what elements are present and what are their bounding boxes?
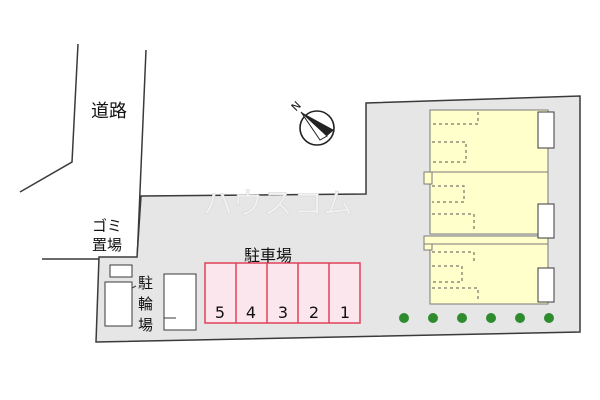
watermark: ハウスコム (203, 187, 353, 222)
parking-label: 駐車場 (244, 246, 293, 265)
apartment-building (423, 109, 555, 305)
tree (515, 313, 525, 323)
tree (399, 313, 409, 323)
bike-label-line2: 輪 (138, 295, 154, 313)
parking-space-number: 5 (215, 303, 225, 322)
parking-space-number: 3 (278, 303, 288, 322)
parking-space-number: 4 (246, 303, 256, 322)
road-label: 道路 (91, 101, 127, 122)
parking-area: 5 4 3 2 1 (204, 262, 361, 324)
road (19, 43, 147, 263)
tree (428, 313, 438, 323)
bicycle-parking (104, 273, 197, 331)
bike-label-line1: 駐 (138, 274, 154, 292)
trees (399, 313, 554, 323)
parking-space-number: 1 (340, 303, 350, 322)
tree (486, 313, 496, 323)
compass-north-label: N (289, 99, 304, 114)
garbage-label-line2: 置場 (92, 236, 123, 254)
compass-icon: N (289, 99, 335, 146)
bike-label-line3: 場 (138, 316, 154, 334)
garbage-area (109, 264, 133, 278)
tree (457, 313, 467, 323)
tree (544, 313, 554, 323)
parking-space-number: 2 (309, 303, 319, 322)
garbage-label-line1: ゴミ (92, 217, 123, 235)
